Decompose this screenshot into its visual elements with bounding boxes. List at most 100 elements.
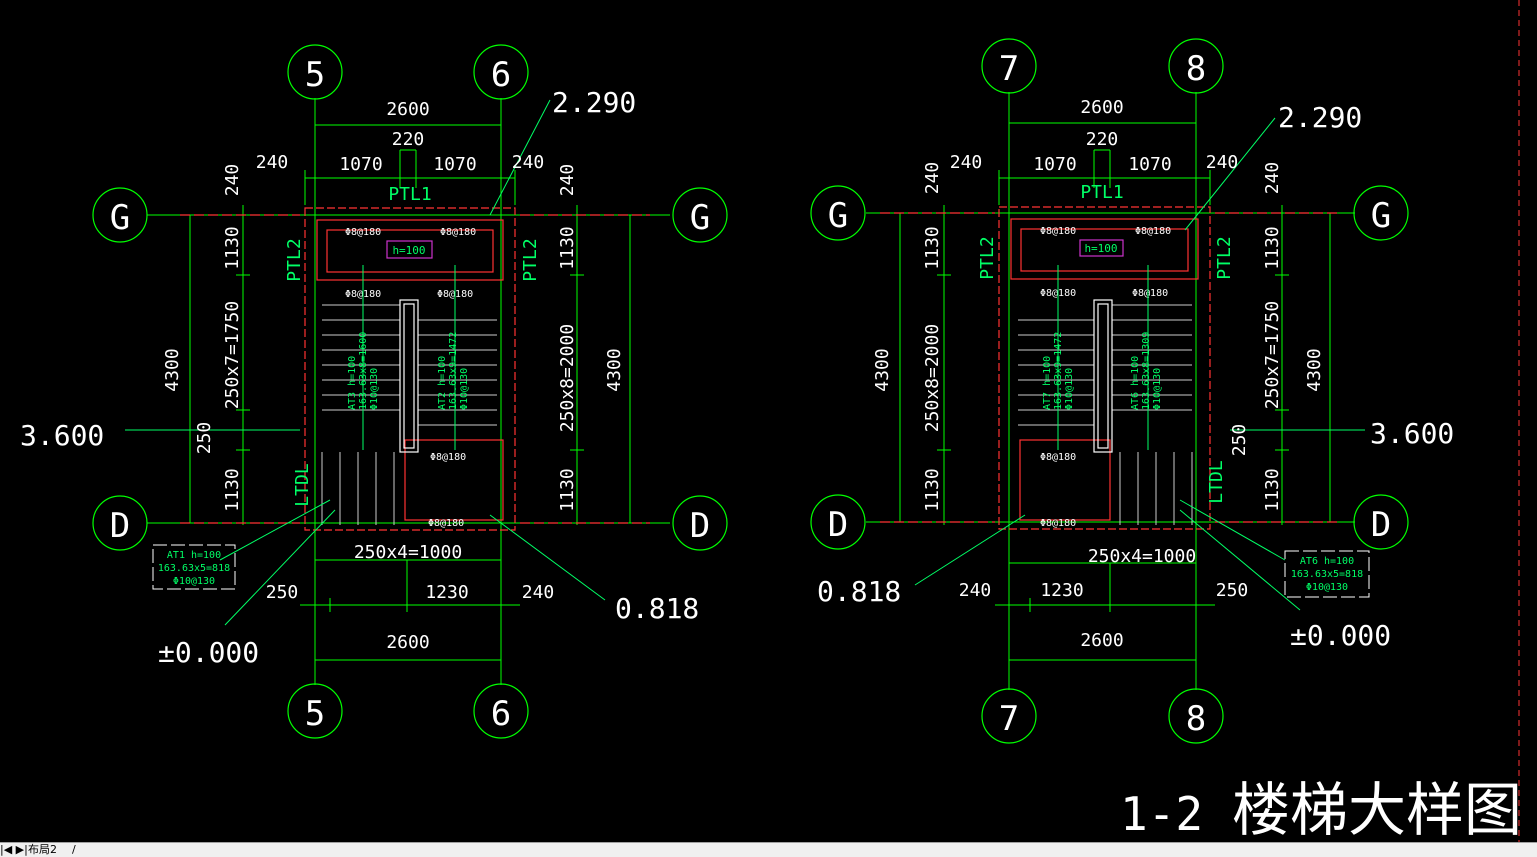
flight-at3-line3: Φ10@130: [369, 368, 380, 410]
dim-bottom-steps: 250x4=1000: [1088, 546, 1196, 567]
flight-at6-line3: Φ10@130: [1152, 368, 1163, 410]
axis-bubble-right-g: [1353, 185, 1409, 241]
axis-label-top-8: 8: [1186, 49, 1206, 89]
slab-thickness-tag: [1079, 239, 1124, 257]
slab-thickness-text: h=100: [1084, 242, 1117, 255]
at6-tag-box: [1284, 550, 1370, 598]
at1-tag-box: [152, 544, 236, 590]
at6-tag-line2: 163.63x5=818: [1291, 569, 1363, 580]
dim-right-flight: 1070: [1128, 154, 1171, 175]
elevation-bottom-left: ±0.000: [158, 636, 259, 669]
axis-label-bottom-7: 7: [999, 699, 1019, 739]
dim-top-left-v: 240: [922, 162, 943, 195]
at6-tag-line3: Φ10@130: [1306, 582, 1348, 593]
ptl1-label: PTL1: [388, 184, 431, 205]
dim-right-1130-bot: 1130: [1262, 468, 1283, 511]
tab-scroll-arrows[interactable]: |◀ ▶|: [0, 843, 28, 856]
dim-top-total: 2600: [1080, 97, 1123, 118]
dim-left-1130-top: 1130: [922, 226, 943, 269]
dim-middle: 220: [392, 129, 425, 150]
axis-bubble-left-d: [92, 495, 148, 551]
dim-right-wall: 240: [1206, 152, 1239, 173]
left-stair-plan: 5 6 5 6 G D G D: [20, 44, 728, 739]
dim-left-steps: 250x8=2000: [922, 324, 943, 432]
dim-middle: 220: [1086, 129, 1119, 150]
axis-label-left-g: G: [828, 196, 848, 236]
tab-layout2[interactable]: 布局2: [28, 843, 57, 856]
axis-bubble-top-7: [981, 38, 1037, 94]
axis-label-left-d: D: [110, 506, 130, 546]
title-text: 楼梯大样图: [1232, 776, 1522, 842]
axis-bubble-left-g: [810, 185, 866, 241]
elevation-mid: 3.600: [20, 419, 104, 452]
axis-label-right-g: G: [1371, 196, 1391, 236]
at6-tag-line1: AT6 h=100: [1300, 556, 1354, 567]
axis-label-top-7: 7: [999, 49, 1019, 89]
elevation-top: 2.290: [1278, 101, 1362, 134]
rebar-label: Φ8@180: [440, 227, 476, 238]
dim-left-wall: 240: [256, 152, 289, 173]
dim-right-steps: 250x7=1750: [1262, 301, 1283, 409]
flight-at6-line2: 163.63x8=1309: [1141, 332, 1152, 410]
dim-left-total: 4300: [872, 348, 893, 391]
dim-left-total: 4300: [162, 348, 183, 391]
rebar-label: Φ8@180: [1132, 288, 1168, 299]
axis-bubble-bottom-6: [473, 683, 529, 739]
flight-at2-line3: Φ10@130: [459, 368, 470, 410]
axis-bubble-left-d: [810, 494, 866, 550]
axis-bubble-bottom-5: [287, 683, 343, 739]
dim-right-total: 4300: [604, 348, 625, 391]
axis-label-bottom-6: 6: [491, 694, 511, 734]
dim-right-wall: 240: [512, 152, 545, 173]
dim-right-1130-top: 1130: [1262, 226, 1283, 269]
axis-bubble-top-8: [1168, 38, 1224, 94]
ptl2-right-label: PTL2: [1214, 236, 1235, 279]
dim-top-left-v: 240: [222, 164, 243, 197]
rebar-label: Φ8@180: [1040, 452, 1076, 463]
axis-label-top-6: 6: [491, 55, 511, 95]
axis-bubble-bottom-8: [1168, 688, 1224, 744]
dim-bottom-1230: 1230: [1040, 580, 1083, 601]
ptl2-right-label: PTL2: [520, 238, 541, 281]
dim-right-1130-bot: 1130: [557, 468, 578, 511]
axis-label-right-d: D: [1371, 505, 1391, 545]
rebar-label: Φ8@180: [1135, 226, 1171, 237]
dim-right-250: 250: [1229, 424, 1250, 457]
drawing-title: 1-2 楼梯大样图: [1120, 776, 1522, 842]
ptl2-left-label: PTL2: [284, 238, 305, 281]
axis-bubble-right-g: [672, 187, 728, 243]
elevation-bottom-left: 0.818: [817, 575, 901, 608]
dim-left-flight: 1070: [1033, 154, 1076, 175]
dim-left-1130-bot: 1130: [922, 468, 943, 511]
axis-bubble-right-d: [1353, 494, 1409, 550]
axis-bubble-top-6: [473, 44, 529, 100]
dim-bottom-240: 240: [522, 582, 555, 603]
flight-at2-line1: AT2 h=100: [437, 356, 448, 410]
rebar-label: Φ8@180: [430, 452, 466, 463]
elevation-top: 2.290: [552, 86, 636, 119]
layout-tab-bar: |◀ ▶| 布局2 /: [0, 842, 1537, 857]
dim-bottom-steps: 250x4=1000: [354, 542, 462, 563]
dim-left-1130-top: 1130: [222, 226, 243, 269]
title-number: 1-2: [1120, 787, 1203, 841]
dim-left-steps: 250x7=1750: [222, 301, 243, 409]
dim-bottom-250: 250: [266, 582, 299, 603]
elevation-mid: 3.600: [1370, 417, 1454, 450]
dim-left-flight: 1070: [339, 154, 382, 175]
ptl1-label: PTL1: [1080, 182, 1123, 203]
axis-label-left-g: G: [110, 198, 130, 238]
slab-thickness-text: h=100: [392, 244, 425, 257]
rebar-label: Φ8@180: [345, 227, 381, 238]
rebar-label: Φ8@180: [1040, 226, 1076, 237]
axis-label-top-5: 5: [305, 55, 325, 95]
right-stair-plan: 7 8 7 8 G D G D: [810, 38, 1454, 744]
dim-left-250: 250: [194, 422, 215, 455]
dim-bottom-1230: 1230: [425, 582, 468, 603]
axis-bubble-bottom-7: [981, 688, 1037, 744]
axis-label-bottom-8: 8: [1186, 699, 1206, 739]
flight-at6-line1: AT6 h=100: [1130, 356, 1141, 410]
axis-label-left-d: D: [828, 505, 848, 545]
dim-left-wall: 240: [950, 152, 983, 173]
